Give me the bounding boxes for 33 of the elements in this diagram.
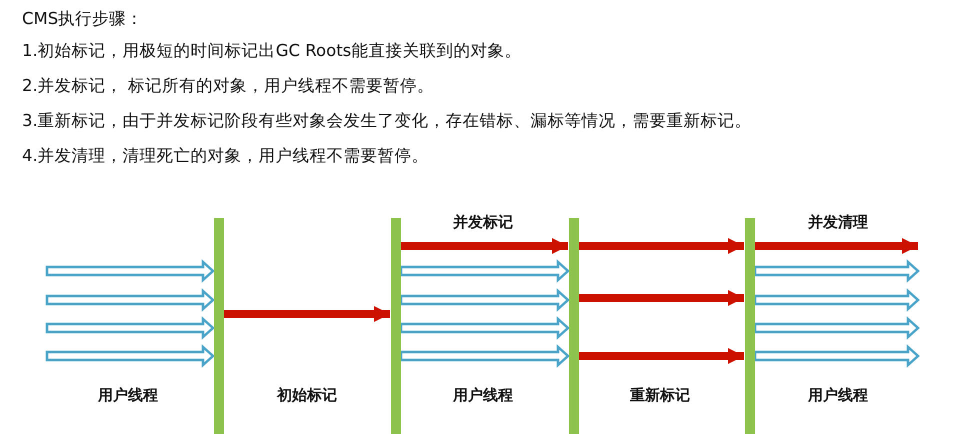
phase-divider-bar (391, 218, 401, 434)
hollow-arrow (46, 316, 215, 340)
phase-label: 用户线程 (98, 386, 158, 405)
hollow-arrow (400, 316, 570, 340)
phase-label: 初始标记 (277, 386, 337, 405)
phase-label: 用户线程 (808, 386, 868, 405)
hollow-arrow (754, 316, 920, 340)
heading: CMS执行步骤： (22, 8, 144, 30)
hollow-arrow (46, 259, 215, 283)
arrow (224, 306, 390, 322)
hollow-arrow (400, 259, 570, 283)
hollow-arrow (46, 344, 215, 368)
step-text: 2.并发标记， 标记所有的对象，用户线程不需要暂停。 (22, 75, 434, 97)
hollow-arrow (754, 288, 920, 312)
hollow-arrow (754, 259, 920, 283)
arrow (401, 238, 568, 254)
hollow-arrow (46, 288, 215, 312)
phase-label: 用户线程 (453, 386, 513, 405)
step-text: 1.初始标记，用极短的时间标记出GC Roots能直接关联到的对象。 (22, 40, 522, 62)
phase-label: 重新标记 (630, 386, 690, 405)
arrow (579, 238, 744, 254)
arrow (755, 238, 918, 254)
step-text: 4.并发清理，清理死亡的对象，用户线程不需要暂停。 (22, 145, 429, 167)
phase-divider-bar (745, 218, 755, 434)
hollow-arrow (400, 344, 570, 368)
hollow-arrow (754, 344, 920, 368)
phase-divider-bar (214, 218, 224, 434)
phase-label: 并发标记 (453, 213, 513, 232)
hollow-arrow (400, 288, 570, 312)
phase-label: 并发清理 (808, 213, 868, 232)
phase-divider-bar (569, 218, 579, 434)
arrow (579, 348, 744, 364)
step-text: 3.重新标记，由于并发标记阶段有些对象会发生了变化，存在错标、漏标等情况，需要重新标记。 (22, 110, 752, 132)
